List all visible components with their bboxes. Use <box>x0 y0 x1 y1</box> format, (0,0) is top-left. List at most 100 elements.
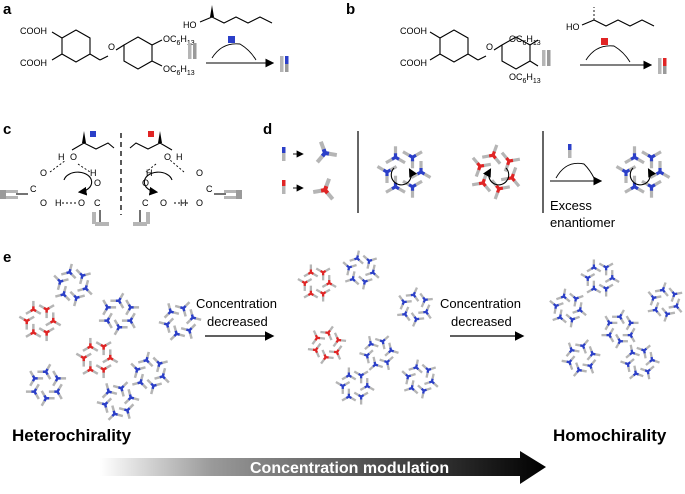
panel-label-c: c <box>3 121 11 138</box>
trimer-icon <box>307 342 322 358</box>
trimer-icon <box>365 264 380 279</box>
trimer-icon <box>60 263 77 280</box>
trimer-icon <box>82 360 99 375</box>
acid-group-top-b: COOH <box>400 26 427 36</box>
trimer-icon <box>113 319 128 336</box>
ether-oxygen-b: O <box>486 42 493 52</box>
trimer-icon <box>320 349 334 365</box>
trimer-icon <box>75 352 92 367</box>
rotation-arrow-icon <box>143 171 173 196</box>
trimer-icon <box>601 327 615 343</box>
trimer-icon <box>55 285 71 302</box>
heterochirality-label: Heterochirality <box>12 426 132 445</box>
acid-group-bottom: COOH <box>20 58 47 68</box>
atom-o: O <box>78 198 85 208</box>
trimer-icon <box>424 373 439 388</box>
trimer-icon <box>598 262 614 276</box>
alkoxy-bottom-b: OC6H13 <box>509 72 541 85</box>
trimer-icon <box>95 341 112 356</box>
alcohol-label-a: HO <box>183 20 197 30</box>
trimer-icon <box>353 370 369 384</box>
molecule-rod-icon <box>188 43 192 59</box>
trimer-icon <box>384 342 399 357</box>
trimer-icon <box>624 146 645 165</box>
acid-group-top: COOH <box>20 26 47 36</box>
trimer-icon <box>654 282 669 297</box>
blue-rod-icon <box>282 147 286 161</box>
trimer-icon <box>376 165 398 183</box>
panel-label-a: a <box>3 1 12 18</box>
trimer-icon <box>96 397 113 414</box>
trimer-icon <box>344 271 360 286</box>
atom-h: H <box>58 152 65 162</box>
product-rod-icon <box>280 56 284 72</box>
atom-o: O <box>160 198 167 208</box>
atom-h: H <box>146 168 153 178</box>
trimer-icon <box>586 259 602 273</box>
trimer-icon <box>417 384 432 399</box>
trimer-icon <box>421 363 437 378</box>
trimer-icon <box>398 294 412 310</box>
blue-enantiomer-icon <box>228 36 235 43</box>
trimer-icon <box>490 179 511 200</box>
trimer-icon <box>152 356 168 373</box>
trimer-icon <box>358 275 373 290</box>
trimer-icon <box>582 359 597 374</box>
trimer-icon <box>364 335 379 351</box>
trimer-icon <box>565 313 581 328</box>
red-rod-icon <box>282 180 286 194</box>
trimer-icon <box>405 287 420 302</box>
trimer-icon <box>379 355 394 371</box>
trimer-icon <box>349 250 364 265</box>
alcohol-label-b: HO <box>566 22 580 32</box>
trimer-icon <box>403 380 419 395</box>
atom-c: C <box>206 184 213 194</box>
trimer-icon <box>132 373 148 390</box>
trimer-icon <box>52 370 67 387</box>
trimer-icon <box>640 365 655 380</box>
trimer-icon <box>180 323 197 339</box>
step1-label-2: decreased <box>207 314 268 329</box>
trimer-icon <box>125 299 140 316</box>
molecule-rod-icon <box>193 43 197 59</box>
trimer-icon <box>397 306 411 322</box>
atom-o: O <box>196 168 203 178</box>
panel-label-d: d <box>263 121 272 138</box>
excess-label-2: enantiomer <box>550 215 616 230</box>
atom-h: H <box>55 198 62 208</box>
trimer-icon <box>25 383 40 400</box>
trimer-icon <box>48 383 63 400</box>
homochirality-label: Homochirality <box>553 426 667 445</box>
trimer-icon <box>163 303 180 319</box>
trimer-icon <box>174 301 191 317</box>
trimer-icon <box>359 378 375 391</box>
trimer-icon <box>410 312 425 327</box>
trimer-icon <box>401 370 416 385</box>
trimer-icon <box>341 388 357 402</box>
trimer-icon <box>40 390 55 407</box>
trimer-icon <box>311 330 326 345</box>
trimer-icon <box>565 342 580 357</box>
trimer-icon <box>359 349 374 364</box>
atom-h: H <box>176 152 183 162</box>
trimer-icon <box>110 292 125 309</box>
trimer-icon <box>629 365 644 380</box>
trimer-icon <box>335 381 351 394</box>
trimer-icon <box>586 280 602 294</box>
blue-marker <box>90 131 96 137</box>
panel-e-assemblies <box>18 250 683 421</box>
trimer-icon <box>315 288 331 302</box>
trimer-icon <box>647 291 662 306</box>
trimer-icon <box>418 304 432 320</box>
atom-o: O <box>70 152 77 162</box>
trimer-icon <box>37 363 52 380</box>
step2-label-2: decreased <box>451 314 512 329</box>
trimer-icon <box>77 279 93 296</box>
panel-c-hbond-diagram: H O O H C O H O C O H O O H C O H O C <box>0 131 242 226</box>
trimer-icon <box>18 315 35 330</box>
acid-group-bottom-b: COOH <box>400 58 427 68</box>
alcohol-r-molecule: HO <box>183 5 273 30</box>
concentration-modulation-banner <box>100 451 546 484</box>
blue-rosette-final <box>615 146 671 198</box>
